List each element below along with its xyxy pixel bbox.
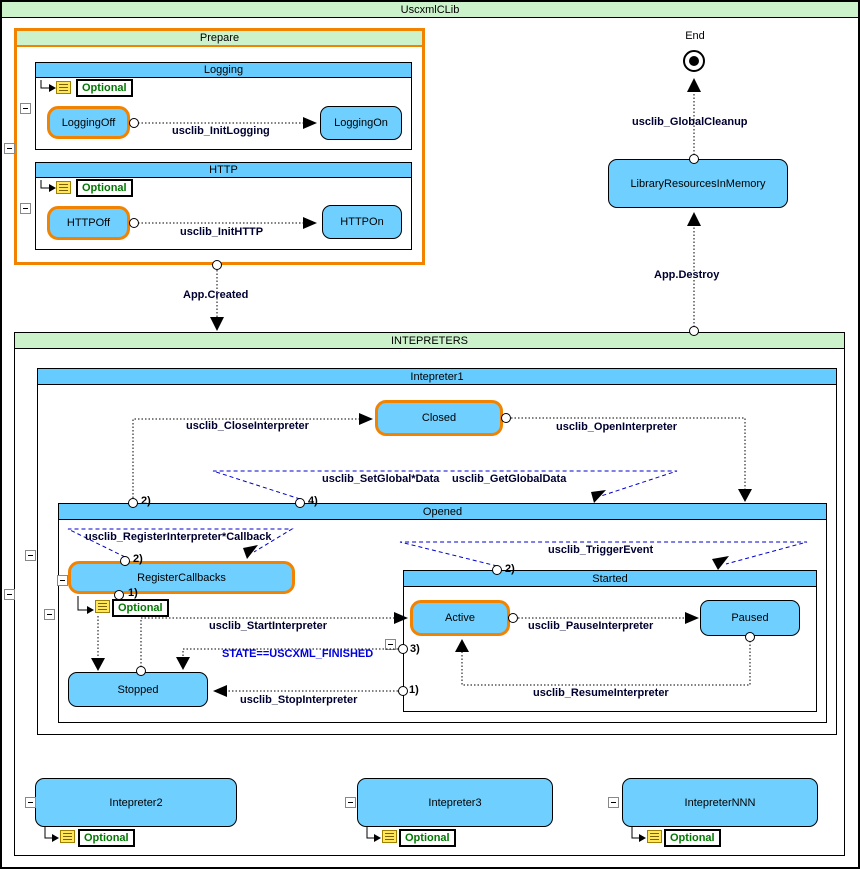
- state-libraryresourcesinmemory[interactable]: LibraryResourcesInMemory: [608, 159, 788, 208]
- note-icon-interpreternnn: [647, 830, 662, 843]
- label-app-created: App.Created: [183, 289, 249, 301]
- label-get-global-data: usclib_GetGlobalData: [452, 473, 567, 485]
- started-title: Started: [592, 572, 628, 585]
- label-open-interpreter: usclib_OpenInterpreter: [556, 421, 678, 433]
- state-httpon[interactable]: HTTPOn: [322, 205, 402, 239]
- logging-header[interactable]: Logging: [36, 63, 411, 78]
- started-header[interactable]: Started: [404, 571, 816, 587]
- interpreter1-title: Intepreter1: [410, 370, 464, 383]
- note-icon-http: [56, 181, 71, 194]
- state-stopped[interactable]: Stopped: [68, 672, 208, 707]
- state-loggingon-label: LoggingOn: [334, 117, 388, 129]
- prepare-header[interactable]: Prepare: [17, 31, 422, 47]
- collapse-toggle-registercallbacks[interactable]: [57, 575, 68, 586]
- collapse-toggle-interpreter3[interactable]: [345, 797, 356, 808]
- anchor-label-registercallbacks-1: 1): [128, 587, 138, 599]
- collapse-toggle-started[interactable]: [385, 639, 396, 650]
- state-closed-label: Closed: [421, 412, 457, 424]
- state-interpreter3-label: Intepreter3: [428, 796, 482, 809]
- label-pause-interpreter: usclib_PauseInterpreter: [528, 620, 654, 632]
- collapse-toggle-interpreternnn[interactable]: [608, 797, 619, 808]
- label-register-callback: usclib_RegisterInterpreter*Callback: [85, 531, 272, 543]
- state-httpoff-label: HTTPOff: [66, 217, 111, 229]
- state-registercallbacks[interactable]: RegisterCallbacks: [68, 561, 295, 594]
- started-container[interactable]: [403, 570, 817, 712]
- state-loggingoff[interactable]: LoggingOff: [47, 106, 130, 139]
- state-library-label: LibraryResourcesInMemory: [630, 177, 766, 190]
- note-icon-registercallbacks: [95, 600, 110, 613]
- label-trigger-event: usclib_TriggerEvent: [548, 544, 654, 556]
- diagram-title: UscxmlCLib: [400, 3, 460, 16]
- state-registercallbacks-label: RegisterCallbacks: [137, 571, 226, 584]
- label-init-logging: usclib_InitLogging: [172, 125, 270, 137]
- collapse-toggle-opened[interactable]: [44, 609, 55, 620]
- label-stop-interpreter: usclib_StopInterpreter: [240, 694, 358, 706]
- opened-title: Opened: [422, 505, 463, 518]
- note-icon-interpreter3: [382, 830, 397, 843]
- anchor-label-opened-4: 4): [308, 495, 318, 507]
- optional-tag-registercallbacks: Optional: [112, 599, 169, 617]
- label-global-cleanup: usclib_GlobalCleanup: [632, 116, 748, 128]
- collapse-toggle-interpreter2[interactable]: [25, 797, 36, 808]
- collapse-toggle-interpreter1[interactable]: [25, 550, 36, 561]
- opened-container[interactable]: [58, 503, 827, 723]
- anchor-label-started-2: 2): [505, 563, 515, 575]
- optional-tag-interpreternnn: Optional: [664, 829, 721, 847]
- label-set-global-data: usclib_SetGlobal*Data: [322, 473, 440, 485]
- http-header[interactable]: HTTP: [36, 163, 411, 178]
- label-app-destroy: App.Destroy: [654, 269, 720, 281]
- state-paused[interactable]: Paused: [700, 600, 800, 636]
- state-httpon-label: HTTPOn: [340, 216, 384, 228]
- opened-header[interactable]: Opened: [59, 504, 826, 520]
- collapse-toggle-http[interactable]: [20, 203, 31, 214]
- anchor-label-started-1: 1): [409, 684, 419, 696]
- label-start-interpreter: usclib_StartInterpreter: [209, 620, 327, 632]
- state-interpreternnn[interactable]: IntepreterNNN: [622, 778, 818, 827]
- state-interpreternnn-label: IntepreterNNN: [684, 796, 756, 809]
- logging-container[interactable]: [35, 62, 412, 150]
- collapse-toggle-interpreters[interactable]: [4, 589, 15, 600]
- interpreter1-container[interactable]: [37, 368, 837, 735]
- anchor-label-started-3: 3): [410, 643, 420, 655]
- anchor-label-opened-2: 2): [141, 495, 151, 507]
- state-paused-label: Paused: [731, 612, 769, 624]
- label-init-http: usclib_InitHTTP: [180, 226, 264, 238]
- state-interpreter3[interactable]: Intepreter3: [357, 778, 553, 827]
- diagram-title-bar: UscxmlCLib: [2, 2, 858, 18]
- state-interpreter2-label: Intepreter2: [109, 796, 163, 809]
- end-final-state-dot: [689, 56, 699, 66]
- interpreter1-header[interactable]: Intepreter1: [38, 369, 836, 385]
- note-icon-interpreter2: [60, 830, 75, 843]
- label-resume-interpreter: usclib_ResumeInterpreter: [533, 687, 669, 699]
- http-container[interactable]: [35, 162, 412, 250]
- logging-title: Logging: [203, 64, 244, 76]
- collapse-toggle-prepare[interactable]: [4, 143, 15, 154]
- state-loggingon[interactable]: LoggingOn: [320, 106, 402, 140]
- state-active-label: Active: [445, 612, 475, 624]
- collapse-toggle-logging[interactable]: [20, 103, 31, 114]
- state-interpreter2[interactable]: Intepreter2: [35, 778, 237, 827]
- note-icon-logging: [56, 81, 71, 94]
- optional-tag-interpreter3: Optional: [399, 829, 456, 847]
- prepare-title: Prepare: [199, 32, 240, 44]
- label-finished-guard: STATE==USCXML_FINISHED: [222, 648, 374, 660]
- interpreters-header[interactable]: INTEPRETERS: [15, 333, 844, 349]
- optional-tag-interpreter2: Optional: [78, 829, 135, 847]
- anchor-label-registercallbacks-2: 2): [133, 553, 143, 565]
- state-stopped-label: Stopped: [117, 683, 159, 696]
- state-closed[interactable]: Closed: [375, 400, 503, 436]
- label-close-interpreter: usclib_CloseInterpreter: [186, 420, 309, 432]
- http-title: HTTP: [209, 164, 238, 176]
- state-active[interactable]: Active: [410, 600, 510, 636]
- interpreters-title: INTEPRETERS: [390, 334, 468, 347]
- optional-tag-logging: Optional: [76, 79, 133, 97]
- end-label: End: [685, 30, 705, 42]
- end-final-state[interactable]: [683, 50, 705, 72]
- optional-tag-http: Optional: [76, 179, 133, 197]
- state-httpoff[interactable]: HTTPOff: [47, 206, 130, 240]
- state-loggingoff-label: LoggingOff: [61, 116, 116, 129]
